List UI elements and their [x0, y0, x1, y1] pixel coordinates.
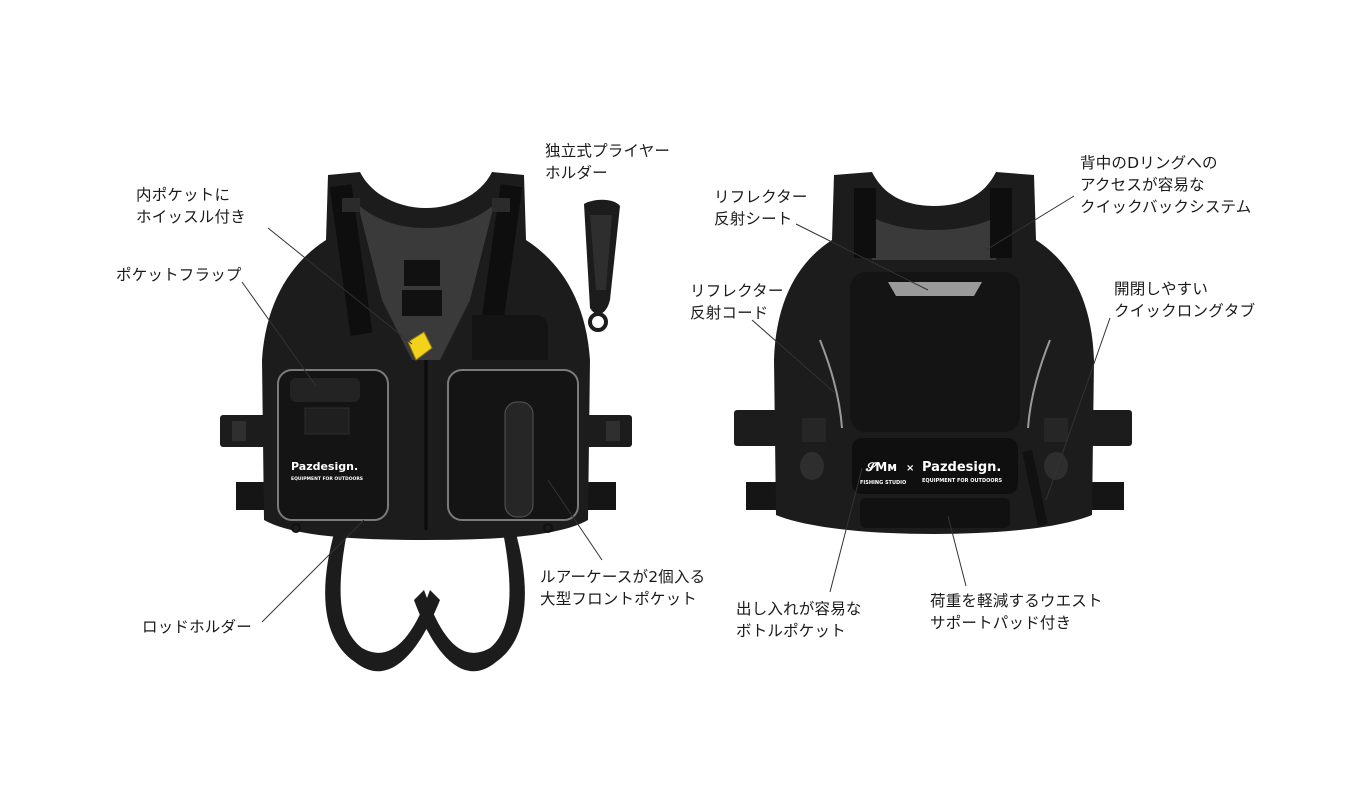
label-bottle-pocket: 出し入れが容易なボトルポケット [736, 600, 862, 640]
quick-long-tab [1022, 449, 1048, 527]
front-pliers-holder [504, 401, 534, 518]
label-inner-pocket: 内ポケットにホイッスル付き [136, 186, 246, 226]
leader-inner-pocket [267, 227, 413, 345]
front-pocket-flap [290, 378, 360, 402]
back-cross-mark: × [906, 463, 914, 474]
front-crotch-strap-right [414, 530, 525, 672]
front-vest [220, 172, 632, 672]
front-brand-logo-sub: EQUIPMENT FOR OUTDOORS [291, 476, 363, 482]
reflector-cord-right [1027, 339, 1051, 429]
bottle-pocket [852, 438, 1018, 494]
reflector-sheet [888, 282, 982, 296]
back-vest [734, 172, 1132, 534]
back-collab-logo: 𝓢Мм [865, 460, 897, 474]
leader-bottle-pocket [829, 467, 863, 593]
label-waist-pad: 荷重を軽減するウエストサポートパッド付き [930, 592, 1103, 632]
label-pliers-holder: 独立式プライヤーホルダー [545, 142, 671, 182]
front-brand-logo: Pazdesign. [291, 460, 358, 473]
back-brand-logo: Pazdesign. [922, 460, 1001, 475]
back-panel [850, 272, 1020, 432]
leader-pocket-flap [241, 281, 317, 387]
back-collab-logo-sub: FISHING STUDIO [860, 480, 906, 486]
label-pocket-flap: ポケットフラップ [116, 266, 242, 284]
leader-reflector-sheet [795, 223, 929, 291]
front-shoulder-strap-right [479, 184, 523, 336]
leader-waist-pad [947, 515, 967, 587]
leader-reflector-cord [751, 319, 835, 393]
front-crotch-strap-left [325, 530, 440, 672]
front-collab-patch [404, 260, 440, 286]
front-brand-patch [402, 290, 442, 316]
back-brand-logo-sub: EQUIPMENT FOR OUTDOORS [922, 478, 1002, 484]
leader-rod-holder [261, 519, 365, 623]
label-dring-access: 背中のDリングへのアクセスが容易なクイックバックシステム [1080, 154, 1252, 216]
leader-long-tab [1045, 317, 1111, 501]
waist-support-pad [860, 498, 1010, 528]
leader-dring [985, 195, 1075, 251]
whistle [407, 331, 433, 361]
label-reflector-sheet: リフレクター反射シート [714, 188, 808, 228]
label-front-pocket: ルアーケースが2個入る大型フロントポケット [540, 568, 706, 608]
label-rod-holder: ロッドホルダー [142, 618, 252, 636]
label-long-tab: 開閉しやすいクイックロングタブ [1114, 280, 1256, 320]
reflector-cord-left [819, 339, 843, 429]
front-shoulder-strap-left [329, 184, 373, 336]
label-reflector-cord: リフレクター反射コード [690, 282, 784, 322]
pliers-holder-detail [584, 199, 620, 332]
front-upper-right-pocket [472, 315, 548, 360]
leader-lines [241, 195, 1111, 623]
leader-front-pocket [547, 479, 603, 561]
